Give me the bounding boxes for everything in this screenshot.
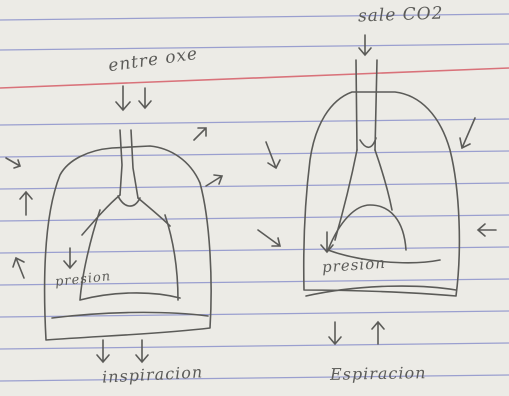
right-top-label: sale CO2 bbox=[358, 4, 444, 27]
arrow-down-icon bbox=[329, 322, 341, 344]
arrow-down-icon bbox=[136, 340, 148, 362]
margin-line bbox=[0, 68, 509, 88]
ruled-lines bbox=[0, 14, 509, 381]
arrow-up-icon bbox=[13, 258, 24, 278]
arrow-down-icon bbox=[97, 340, 109, 362]
left-lung-inner bbox=[80, 210, 180, 300]
left-bronchi bbox=[82, 195, 170, 235]
arrow-down-icon bbox=[64, 248, 76, 268]
arrow-left-icon bbox=[478, 224, 496, 236]
arrow-up-icon bbox=[20, 192, 32, 215]
right-bottom-label: Espiracion bbox=[330, 363, 427, 384]
arrow-up-icon bbox=[372, 322, 384, 344]
arrow-right-icon bbox=[194, 128, 206, 140]
arrow-right-icon bbox=[206, 175, 222, 186]
arrow-down-icon bbox=[460, 118, 475, 148]
arrow-down-icon bbox=[139, 88, 151, 108]
arrow-down-icon bbox=[359, 35, 371, 55]
arrow-right-icon bbox=[258, 230, 280, 246]
arrow-right-icon bbox=[6, 158, 20, 168]
left-thorax-outline bbox=[45, 146, 212, 340]
arrow-down-icon bbox=[116, 86, 130, 110]
arrow-down-icon bbox=[266, 142, 280, 168]
